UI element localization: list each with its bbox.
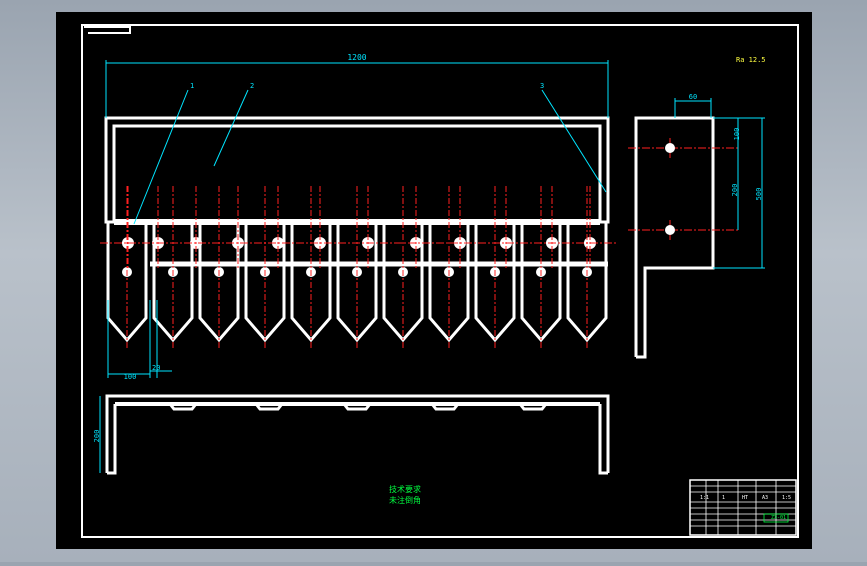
tb-drawing-no: ZX-01 — [771, 515, 786, 521]
tb-cell-3: HT — [742, 495, 748, 501]
technical-requirements: 技术要求 未注倒角 — [389, 484, 421, 505]
side-dim-width-text: 60 — [689, 93, 697, 101]
tb-cell-1: 1:1 — [700, 495, 709, 501]
title-block[interactable]: 1:1 1 HT A3 1:5 ZX-01 — [689, 479, 797, 536]
top-notch — [168, 403, 198, 411]
tb-cell-2: 1 — [722, 495, 725, 501]
title-block-grid — [690, 480, 796, 535]
top-notch — [254, 403, 284, 411]
centerlines — [100, 186, 616, 350]
border-corner-mark — [84, 26, 131, 34]
leader-label-3: 3 — [540, 82, 544, 90]
top-notch — [342, 403, 372, 411]
title-block-frame — [689, 479, 797, 536]
top-view-outline — [105, 394, 610, 473]
drawing-sheet — [56, 12, 812, 549]
top-view-notches — [168, 403, 548, 411]
side-dim-upper-text: 100 — [733, 128, 741, 141]
tb-cell-5: 1:5 — [782, 495, 791, 501]
front-view: 1200 1 2 3 100 20 — [100, 53, 616, 381]
leader-line-1 — [133, 89, 189, 225]
leader-label-1: 1 — [190, 82, 194, 90]
top-notch — [518, 403, 548, 411]
leader-line-3 — [541, 89, 607, 193]
leader-label-2: 2 — [250, 82, 254, 90]
surface-finish-note: Ra 12.5 — [736, 56, 766, 64]
dim-text-top: 1200 — [347, 53, 366, 62]
dim-text-gap: 20 — [152, 364, 160, 372]
side-hole-lower — [665, 225, 675, 235]
leader-line-2 — [213, 89, 249, 167]
side-view: 60 100 200 500 Ra 12.5 — [628, 56, 766, 359]
top-view: 200 — [93, 394, 610, 475]
side-hole-upper — [665, 143, 675, 153]
top-view-left-leg — [107, 404, 117, 475]
tech-note-2: 未注倒角 — [389, 495, 421, 505]
side-dim-middle-text: 200 — [731, 184, 739, 197]
dim-text-pitch: 100 — [124, 373, 137, 381]
tech-note-1: 技术要求 — [389, 484, 421, 494]
drawing-border — [81, 24, 799, 538]
top-notch — [430, 403, 460, 411]
top-dim-height-text: 200 — [93, 430, 101, 443]
side-dim-overall-text: 500 — [755, 188, 763, 201]
top-view-right-leg — [598, 404, 608, 475]
tb-cell-4: A3 — [762, 495, 768, 501]
tb-highlight-cell — [763, 513, 789, 523]
